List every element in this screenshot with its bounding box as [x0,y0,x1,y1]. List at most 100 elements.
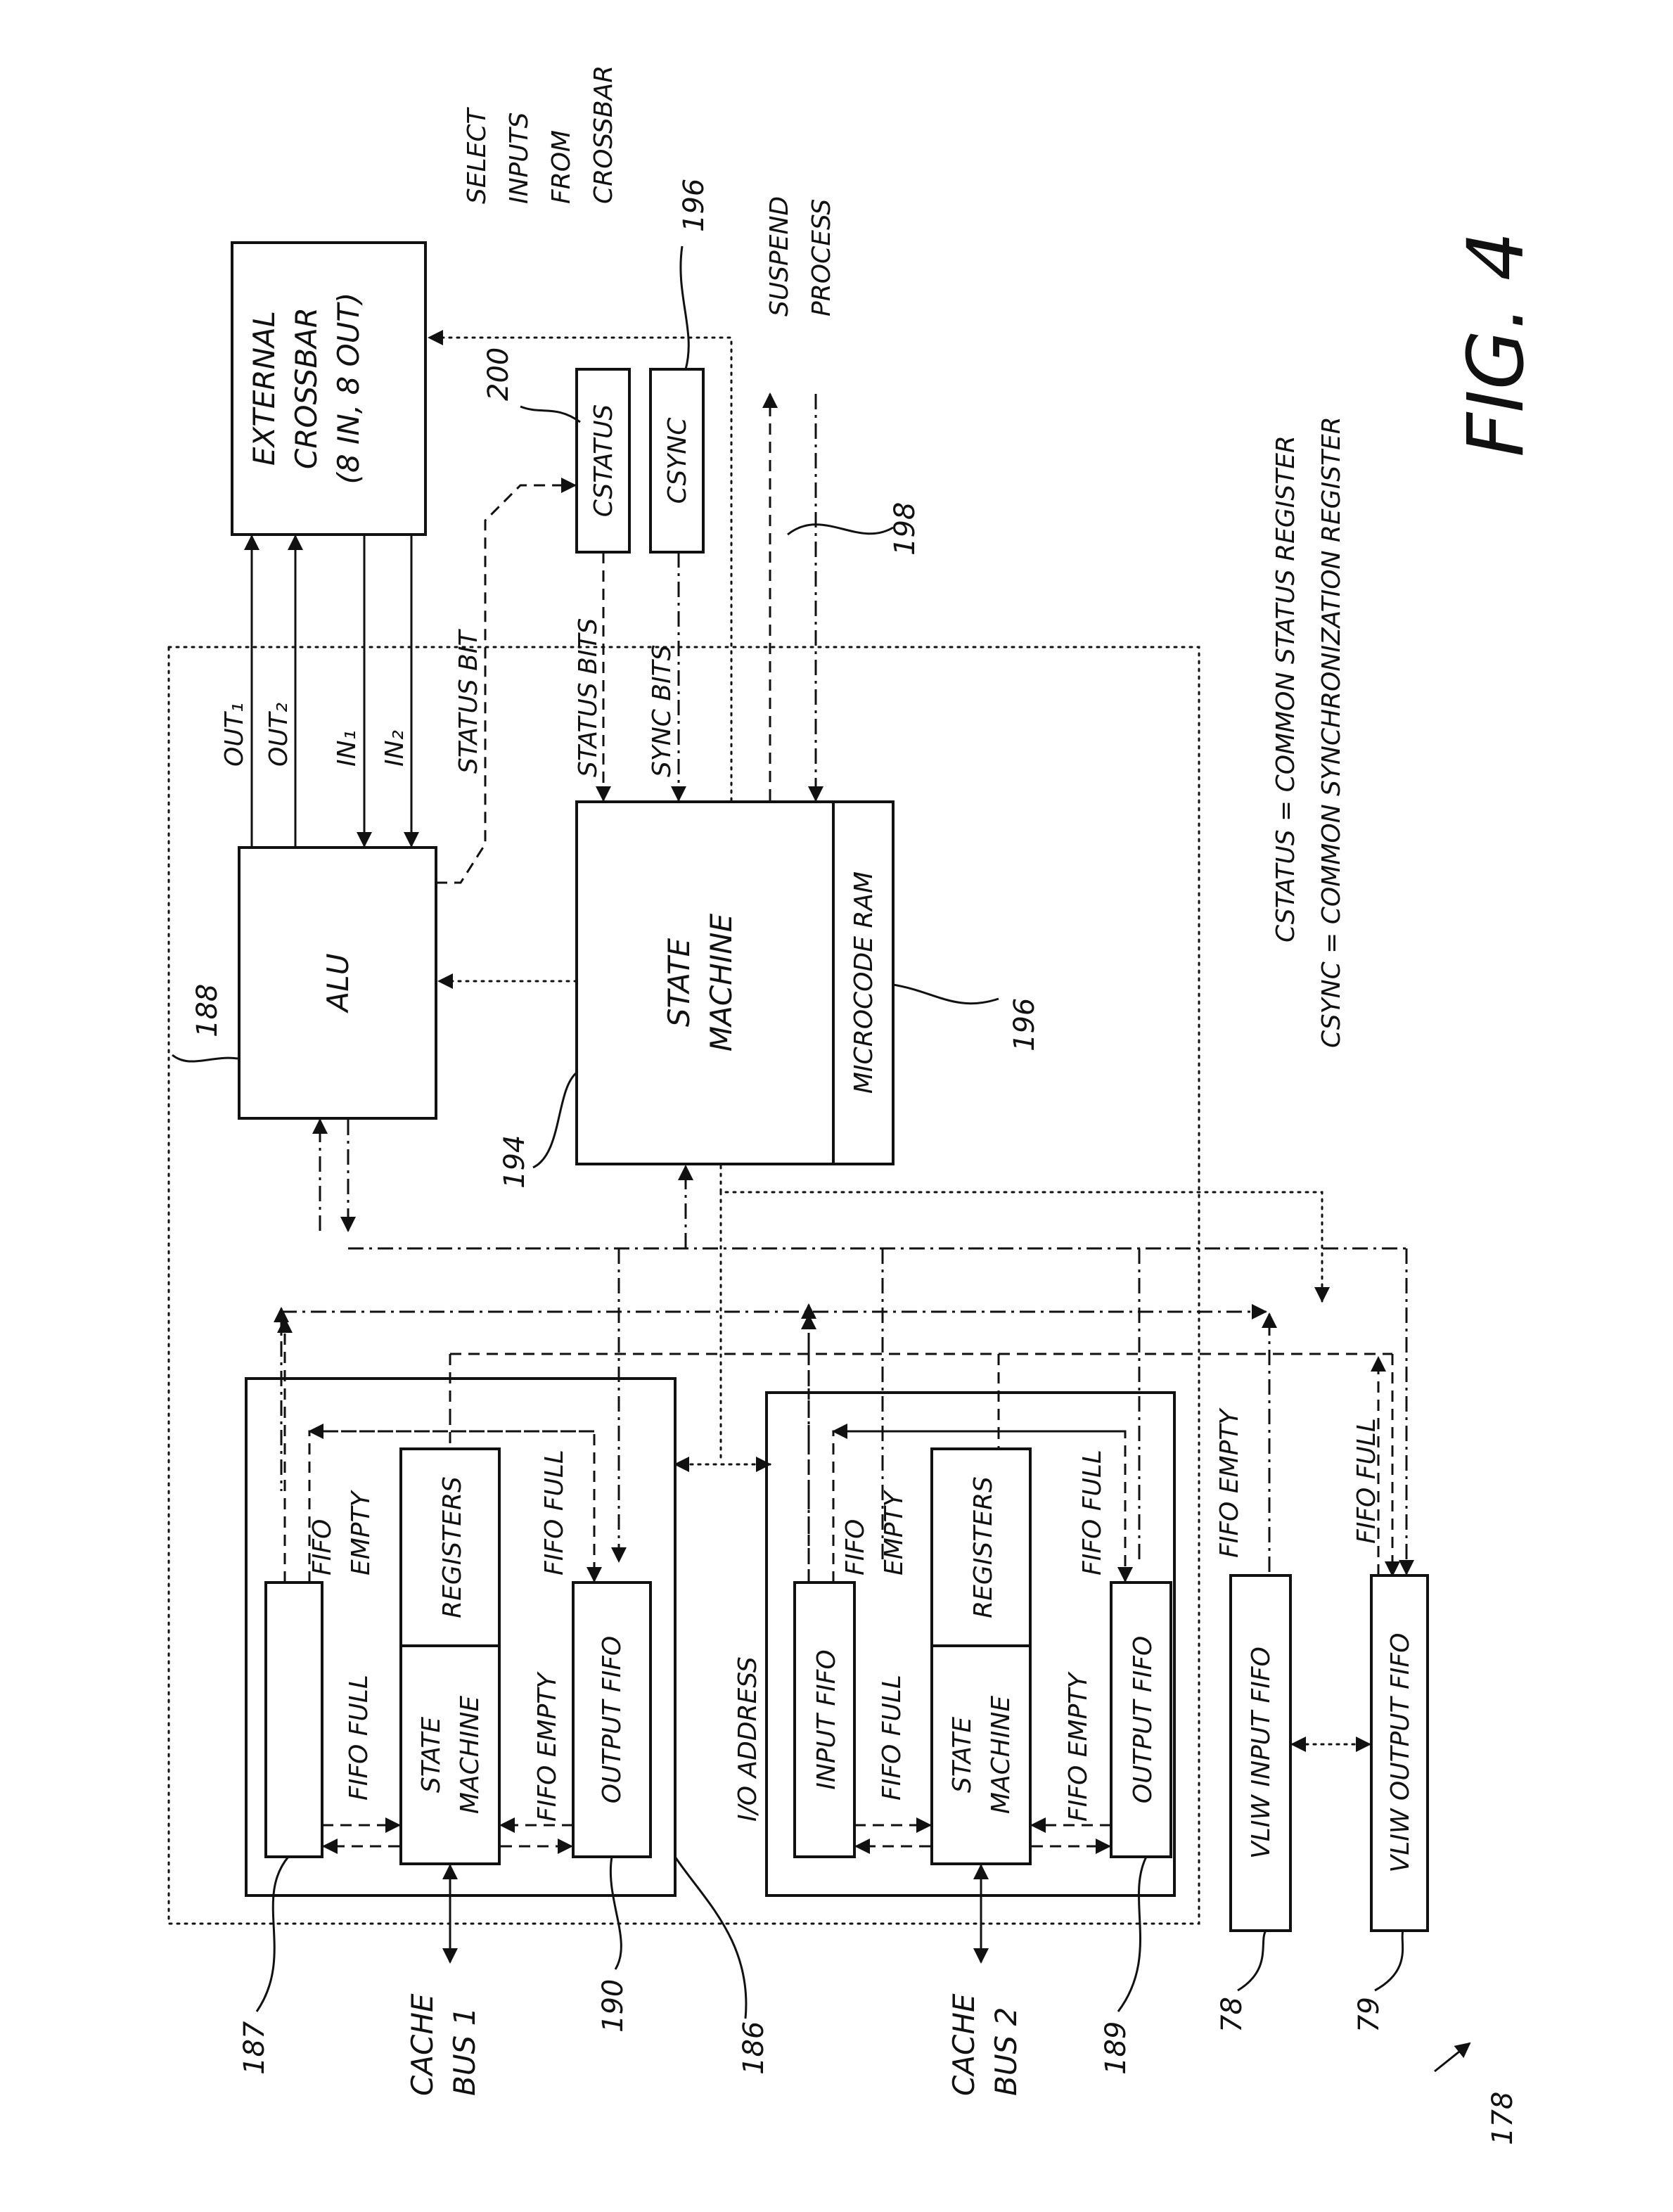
svg-text:FIFO: FIFO [841,1519,870,1575]
svg-text:MACHINE: MACHINE [987,1696,1015,1814]
select-line-2: INPUTS [505,113,534,204]
ref-196-mid: 196 [1008,998,1041,1051]
svg-text:CACHE: CACHE [947,1993,981,2096]
fifo-full-c-label: FIFO FULL [878,1675,906,1801]
select-line-1: SELECT [463,106,492,204]
suspend-process-link: SUSPEND PROCESS 198 [762,196,921,802]
ref-190: 190 [597,1979,629,2033]
status-bit-label: STATUS BIT [454,629,483,774]
small-sm-1-line-1: STATE [417,1717,446,1794]
vliw-output-fifo-label: VLIW OUTPUT FIFO [1386,1633,1415,1873]
vliw-output-fifo: VLIW OUTPUT FIFO FIFO FULL [1352,1418,1429,1932]
state-machine-line-2: MACHINE [704,913,738,1051]
input-fifo-1 [264,1581,323,1858]
alu-crossbar-links: OUT₁ OUT₂ IN₁ IN₂ [220,535,419,848]
out1-label: OUT₁ [220,703,249,767]
svg-text:EXTERNAL: EXTERNAL [247,311,281,466]
svg-text:STATE: STATE [417,1717,446,1794]
in1-label: IN₁ [333,730,361,767]
svg-text:MACHINE: MACHINE [456,1696,485,1814]
ref-187: 187 [238,2021,271,2075]
status-bit-link: STATUS BIT [436,478,577,884]
svg-text:SUSPEND: SUSPEND [765,196,794,317]
fifo-empty-d-label: FIFO EMPTY [1064,1671,1093,1822]
vliw-fifo-full-label: FIFO FULL [1352,1418,1381,1544]
fifo-empty-c-line-1: FIFO [841,1519,870,1575]
in2-label: IN₂ [380,730,409,767]
crossbar-line-2: CROSSBAR [289,307,323,469]
suspend-line-2: PROCESS [807,199,836,317]
ref-78: 78 [1216,1997,1248,2033]
registers-2-label: REGISTERS [969,1476,998,1618]
status-sync-links: STATUS BITS SYNC BITS [574,552,686,802]
external-crossbar-block: EXTERNAL CROSSBAR (8 IN, 8 OUT) [231,241,427,536]
svg-text:BUS 1: BUS 1 [447,2007,482,2096]
svg-text:PROCESS: PROCESS [807,199,836,317]
csync-register: CSYNC [649,368,705,554]
fifo-empty-a-line-1: FIFO [308,1519,337,1575]
ref-189: 189 [1100,2021,1132,2075]
output-fifo-1-label: OUTPUT FIFO [598,1636,627,1804]
crossbar-line-1: EXTERNAL [247,311,281,466]
select-line-4: CROSSBAR [589,65,618,204]
small-sm-2-line-2: MACHINE [987,1696,1015,1814]
sync-bits-label: SYNC BITS [648,644,677,777]
ref-186: 186 [738,2021,770,2075]
svg-text:STATE: STATE [948,1717,977,1794]
svg-text:(8 IN, 8 OUT): (8 IN, 8 OUT) [331,293,366,485]
registers-1-label: REGISTERS [438,1476,467,1618]
alu-block: ALU [238,846,437,1120]
ref-178: 178 [1487,2092,1519,2145]
cache-bus-1-line-1: CACHE [405,1993,440,2096]
io-address-label: I/O ADDRESS [733,1656,762,1822]
svg-text:FROM: FROM [547,130,576,204]
svg-text:BUS 2: BUS 2 [989,2007,1023,2096]
svg-text:MACHINE: MACHINE [704,913,738,1051]
csync-label: CSYNC [663,417,692,504]
ref-196-top: 196 [678,179,710,232]
fifo-empty-a-line-2: EMPTY [347,1489,376,1575]
state-machine-block: STATE MACHINE MICROCODE RAM [575,800,895,1165]
vliw-fifo-empty-label: FIFO EMPTY [1215,1407,1244,1558]
microcode-ram-label: MICROCODE RAM [850,871,878,1094]
legend-csync: CSYNC = COMMON SYNCHRONIZATION REGISTER [1317,416,1346,1048]
status-bits-label: STATUS BITS [574,618,603,777]
svg-text:CROSSBAR: CROSSBAR [589,65,618,204]
ref-188: 188 [191,984,224,1037]
svg-text:FIFO: FIFO [308,1519,337,1575]
small-sm-1-line-2: MACHINE [456,1696,485,1814]
suspend-line-1: SUSPEND [765,196,794,317]
cache-bus-1-line-2: BUS 1 [447,2007,482,2096]
fifo-full-b-label: FIFO FULL [540,1450,569,1575]
vliw-input-fifo: VLIW INPUT FIFO FIFO EMPTY [1215,1407,1292,1932]
legend-cstatus: CSTATUS = COMMON STATUS REGISTER [1271,435,1300,942]
fifo-empty-c-line-2: EMPTY [880,1489,909,1575]
ref-79: 79 [1353,1997,1385,2033]
cache-bus-2-line-2: BUS 2 [989,2007,1023,2096]
select-inputs-link: SELECT INPUTS FROM CROSSBAR [428,65,733,802]
cstatus-register: CSTATUS [575,368,631,554]
fifo-full-d-label: FIFO FULL [1078,1450,1107,1575]
state-machine-line-1: STATE [662,938,696,1027]
svg-text:EMPTY: EMPTY [347,1489,376,1575]
svg-text:CROSSBAR: CROSSBAR [289,307,323,469]
reference-numerals: 187 190 186 189 78 79 178 [238,1856,1519,2145]
small-sm-2-line-1: STATE [948,1717,977,1794]
input-fifo-2-label: INPUT FIFO [812,1649,841,1789]
ref-194: 194 [499,1135,531,1189]
interconnect-bus-lines [274,1118,1414,1583]
select-line-3: FROM [547,130,576,204]
figure-label: FIG. 4 [1451,231,1541,457]
fifo-empty-b-label: FIFO EMPTY [533,1671,562,1822]
processor-boundary [167,646,1200,1925]
svg-text:INPUTS: INPUTS [505,113,534,204]
svg-text:SELECT: SELECT [463,106,492,204]
svg-text:EMPTY: EMPTY [880,1489,909,1575]
ref-200: 200 [482,347,515,401]
ref-198: 198 [889,502,921,556]
alu-label: ALU [321,954,355,1014]
fifo-full-a-label: FIFO FULL [345,1675,373,1801]
svg-text:STATE: STATE [662,938,696,1027]
svg-text:CACHE: CACHE [405,1993,440,2096]
